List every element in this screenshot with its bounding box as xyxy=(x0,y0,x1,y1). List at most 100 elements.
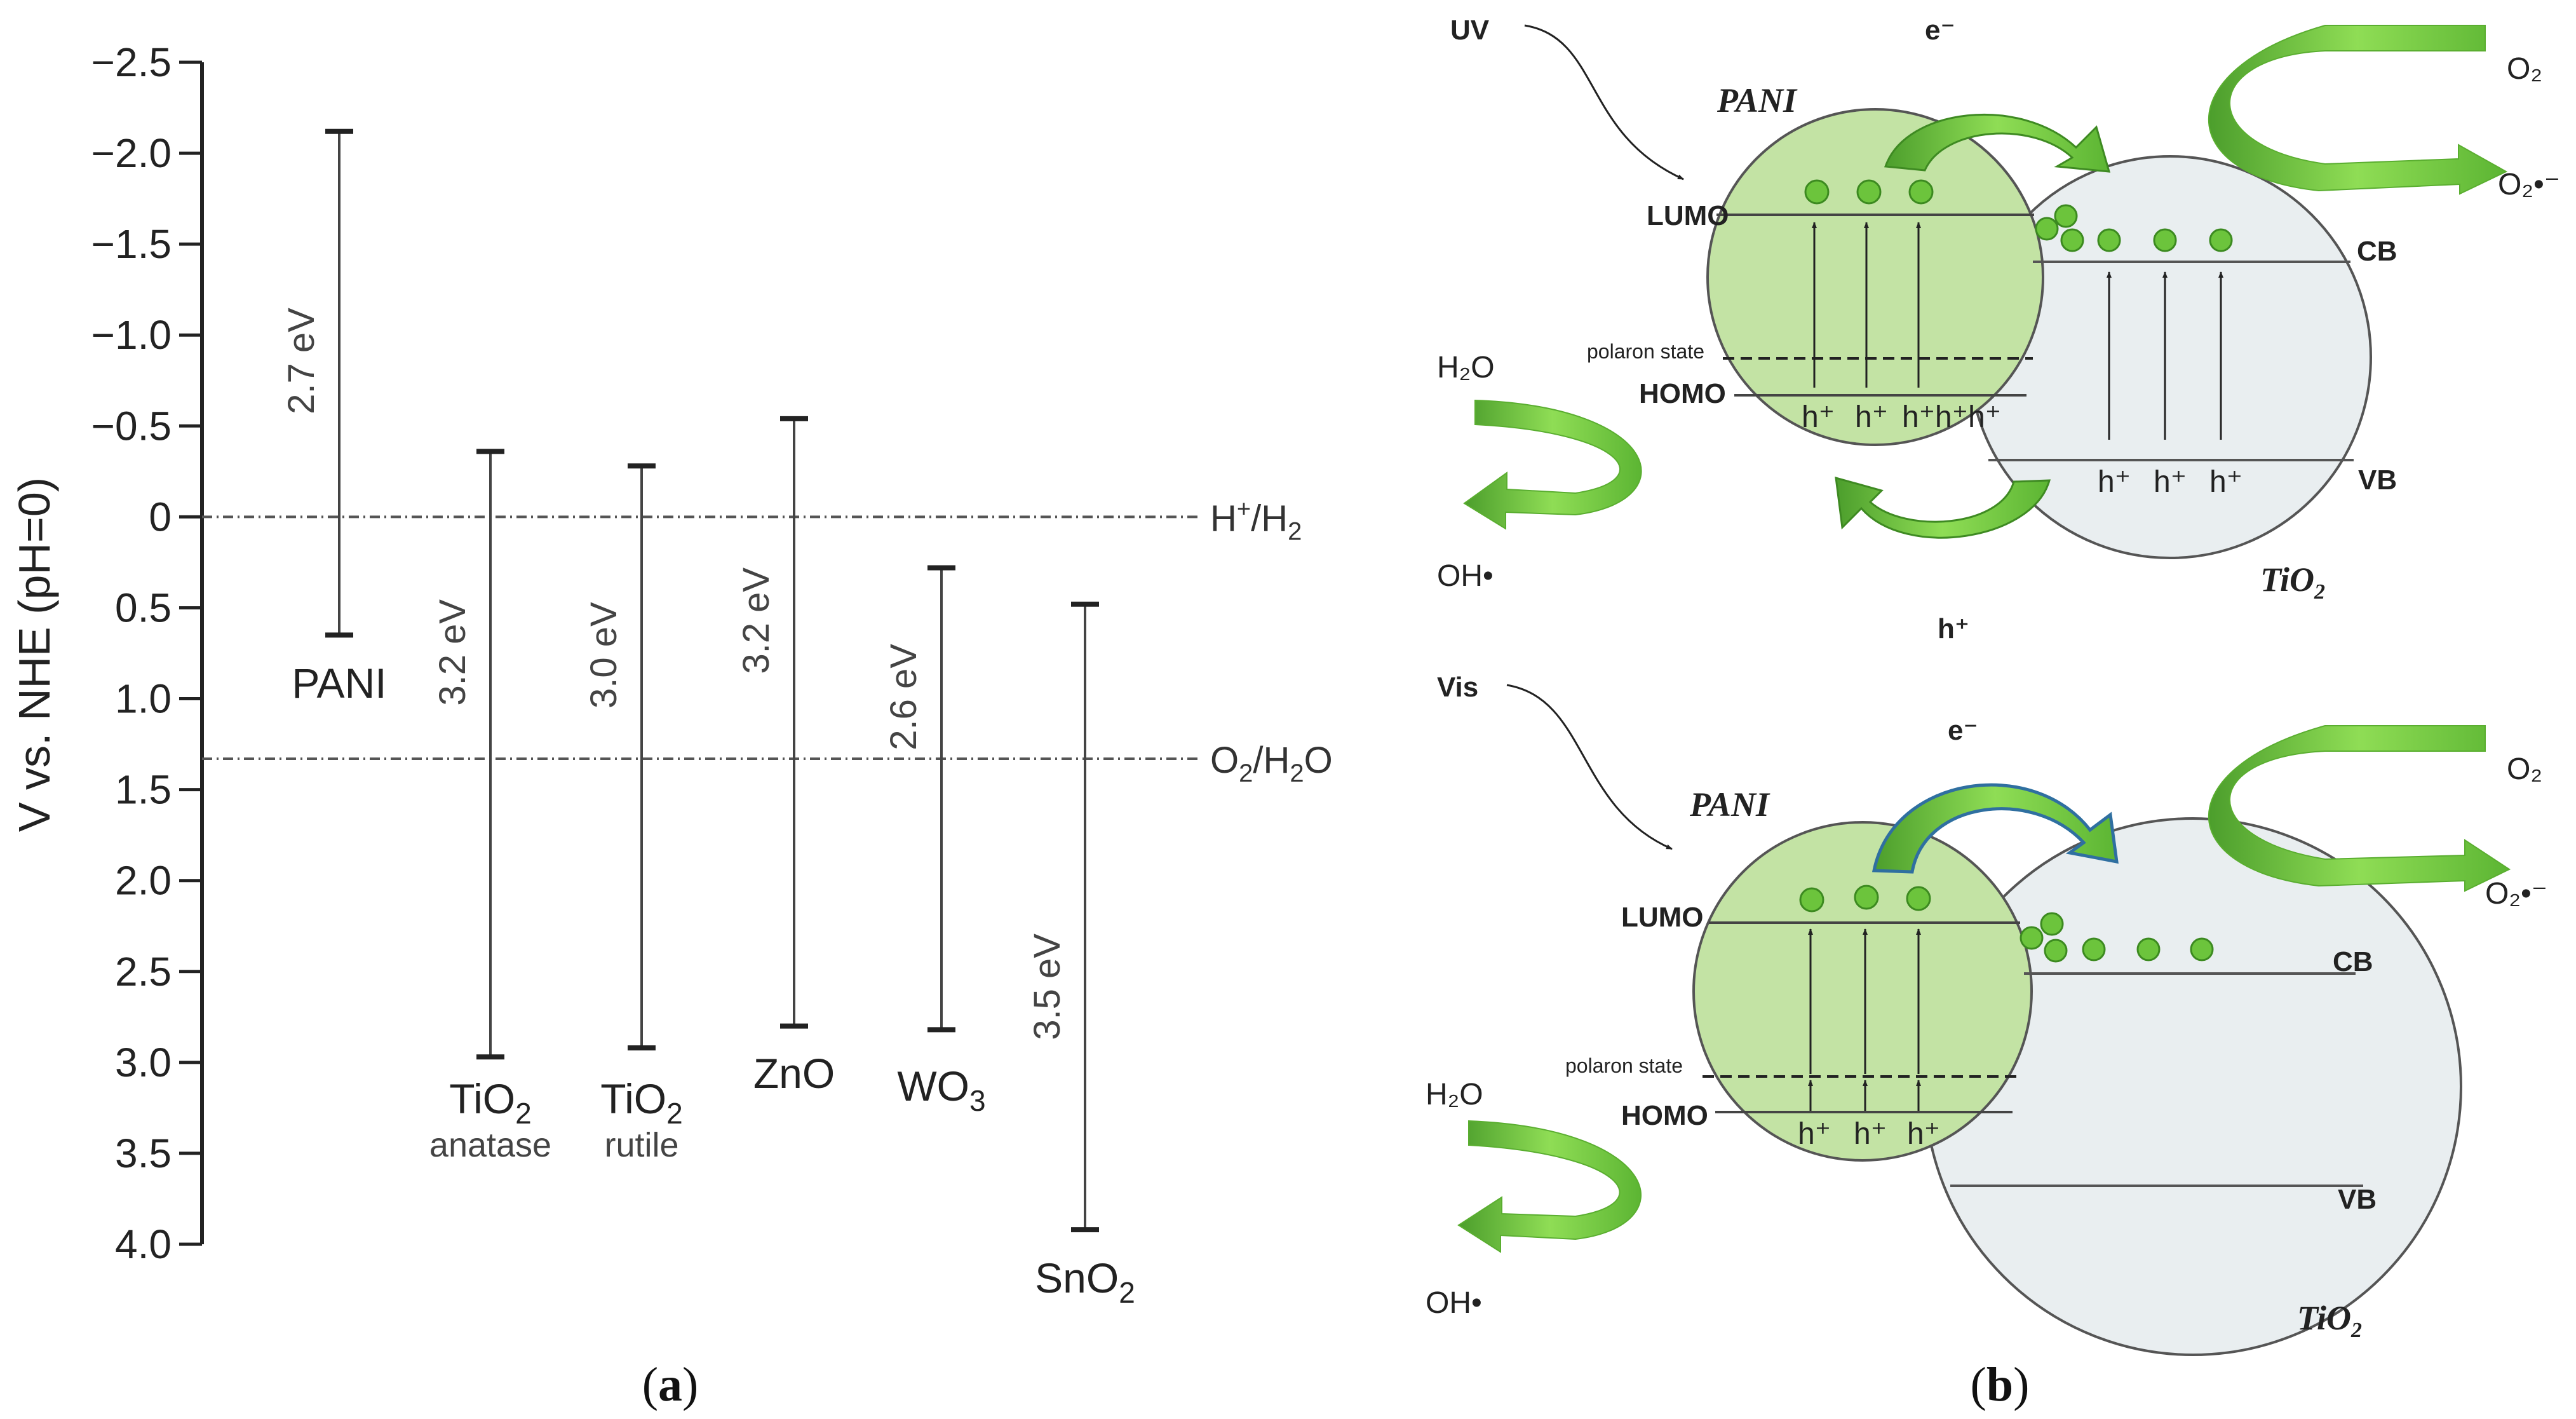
electron-dot xyxy=(2054,204,2078,228)
electron-dot xyxy=(2097,228,2121,252)
band-gap-label: 3.5 eV xyxy=(1027,934,1068,1040)
electron-dot xyxy=(2035,217,2059,241)
h2o-oxidation-arrow xyxy=(1463,399,1642,530)
pani-hole-label: h⁺ xyxy=(1907,1117,1940,1151)
y-tick-label: 3.5 xyxy=(115,1130,172,1176)
pani-hole-label: h⁺ xyxy=(1798,1117,1831,1151)
material-band: 3.2 eV ZnO xyxy=(736,416,835,1097)
electron-dot xyxy=(2040,912,2064,936)
uv-tio2-label: TiO2 xyxy=(2260,560,2325,604)
band-gap-label: 3.2 eV xyxy=(432,599,473,706)
y-tick-label: −0.5 xyxy=(91,403,172,449)
material-band: 2.7 eV PANI xyxy=(281,128,387,707)
electron-dot xyxy=(1908,179,1934,205)
vis-cb-label: CB xyxy=(2333,946,2373,977)
vis-polaron-label: polaron state xyxy=(1565,1054,1683,1077)
band-gap-label: 3.2 eV xyxy=(736,567,777,674)
electron-dot xyxy=(1854,885,1879,910)
band-gap-label: 2.6 eV xyxy=(883,644,924,750)
y-tick-label: 1.5 xyxy=(115,767,172,813)
uv-source-label: UV xyxy=(1450,15,1490,46)
y-tick-label: −1.0 xyxy=(91,312,172,358)
electron-dot xyxy=(2190,937,2214,961)
electron-dot xyxy=(2136,937,2161,961)
uv-pani-label: PANI xyxy=(1716,81,1798,119)
material-label: TiO2 xyxy=(449,1075,531,1130)
pani-particle xyxy=(1692,821,2033,1162)
vis-h2o-label: H₂O xyxy=(1426,1078,1483,1111)
y-tick-label: 2.0 xyxy=(115,858,172,904)
y-tick-label: −2.0 xyxy=(91,130,172,176)
y-tick-label: 0.5 xyxy=(115,585,172,630)
y-tick-label: 3.0 xyxy=(115,1040,172,1085)
phase-label: rutile xyxy=(604,1126,678,1164)
tio2-hole-label: h⁺ xyxy=(2154,465,2187,499)
uv-light-arrow xyxy=(1524,24,1684,180)
electron-dot xyxy=(1804,179,1830,205)
vis-electron-label: e⁻ xyxy=(1948,715,1978,746)
vis-pani-label: PANI xyxy=(1689,785,1770,824)
electron-dot xyxy=(2060,228,2084,252)
electron-transfer-arrow xyxy=(1884,114,2111,173)
y-tick-label: −1.5 xyxy=(91,221,172,267)
vis-o2-label: O₂ xyxy=(2507,752,2542,786)
band-position-chart: −2.5 −2.0 −1.5 −1.0 −0.5 0 0.5 1.0 1.5 2.0 2.5 3.0 3… xyxy=(10,39,1333,1309)
pani-hole-label: h⁺h⁺h⁺ xyxy=(1902,400,2001,434)
uv-cb-label: CB xyxy=(2357,236,2397,267)
uv-hole-label: h⁺ xyxy=(1938,613,1969,644)
electron-dot xyxy=(2044,939,2068,963)
electron-transfer-arrow xyxy=(1871,783,2119,874)
uv-o2-radical-label: O₂•⁻ xyxy=(2498,168,2560,201)
hole-transfer-arrow xyxy=(1835,476,2051,539)
material-label: SnO2 xyxy=(1035,1254,1135,1309)
reference-line-label: H+/H2 xyxy=(1210,496,1302,545)
y-tick-label: −2.5 xyxy=(91,39,172,85)
tio2-hole-label: h⁺ xyxy=(2209,465,2242,499)
electron-dot xyxy=(2153,228,2177,252)
uv-polaron-label: polaron state xyxy=(1587,340,1704,363)
y-axis-label: V vs. NHE (pH=0) xyxy=(10,477,59,832)
uv-homo-label: HOMO xyxy=(1639,378,1726,409)
vis-vb-label: VB xyxy=(2338,1184,2377,1215)
phase-label: anatase xyxy=(429,1126,551,1164)
band-gap-label: 3.0 eV xyxy=(583,602,624,709)
uv-o2-label: O₂ xyxy=(2507,52,2542,86)
y-tick-label: 2.5 xyxy=(115,949,172,995)
o2-reduction-arrow xyxy=(2208,725,2511,892)
panel-b-caption: (b) xyxy=(1971,1358,2030,1411)
uv-oh-label: OH• xyxy=(1437,559,1494,593)
vis-source-label: Vis xyxy=(1437,672,1478,703)
y-tick-label: 1.0 xyxy=(115,676,172,722)
uv-electron-label: e⁻ xyxy=(1925,15,1955,46)
uv-vb-label: VB xyxy=(2358,465,2397,496)
electron-dot xyxy=(1856,179,1882,205)
vis-tio2-label: TiO2 xyxy=(2297,1299,2362,1342)
material-label: ZnO xyxy=(753,1050,835,1097)
y-tick-label: 0 xyxy=(149,494,172,540)
electron-dot xyxy=(2020,926,2044,950)
vis-mechanism-diagram: Vis PANI LUMO polaron state HOMO CB VB xyxy=(1426,672,2547,1356)
y-tick-label: 4.0 xyxy=(115,1221,172,1267)
material-band: 3.5 eV SnO2 xyxy=(1027,601,1135,1309)
band-gap-label: 2.7 eV xyxy=(281,308,322,414)
pani-hole-label: h⁺ xyxy=(1854,1117,1887,1151)
electron-dot xyxy=(2082,937,2106,961)
uv-lumo-label: LUMO xyxy=(1647,200,1729,231)
electron-dot xyxy=(2209,228,2233,252)
y-ticks: −2.5 −2.0 −1.5 −1.0 −0.5 0 0.5 1.0 1.5 2.0 2.5 3.0 3… xyxy=(91,39,202,1267)
pani-hole-label: h⁺ xyxy=(1855,400,1888,434)
vis-oh-label: OH• xyxy=(1426,1286,1482,1320)
pani-particle xyxy=(1706,108,2044,446)
material-label: PANI xyxy=(292,660,386,707)
o2-reduction-arrow xyxy=(2208,25,2508,195)
uv-h2o-label: H₂O xyxy=(1437,351,1495,384)
vis-lumo-label: LUMO xyxy=(1621,902,1704,933)
vis-light-arrow xyxy=(1506,684,1673,850)
reference-line-label: O2/H2O xyxy=(1210,740,1333,787)
